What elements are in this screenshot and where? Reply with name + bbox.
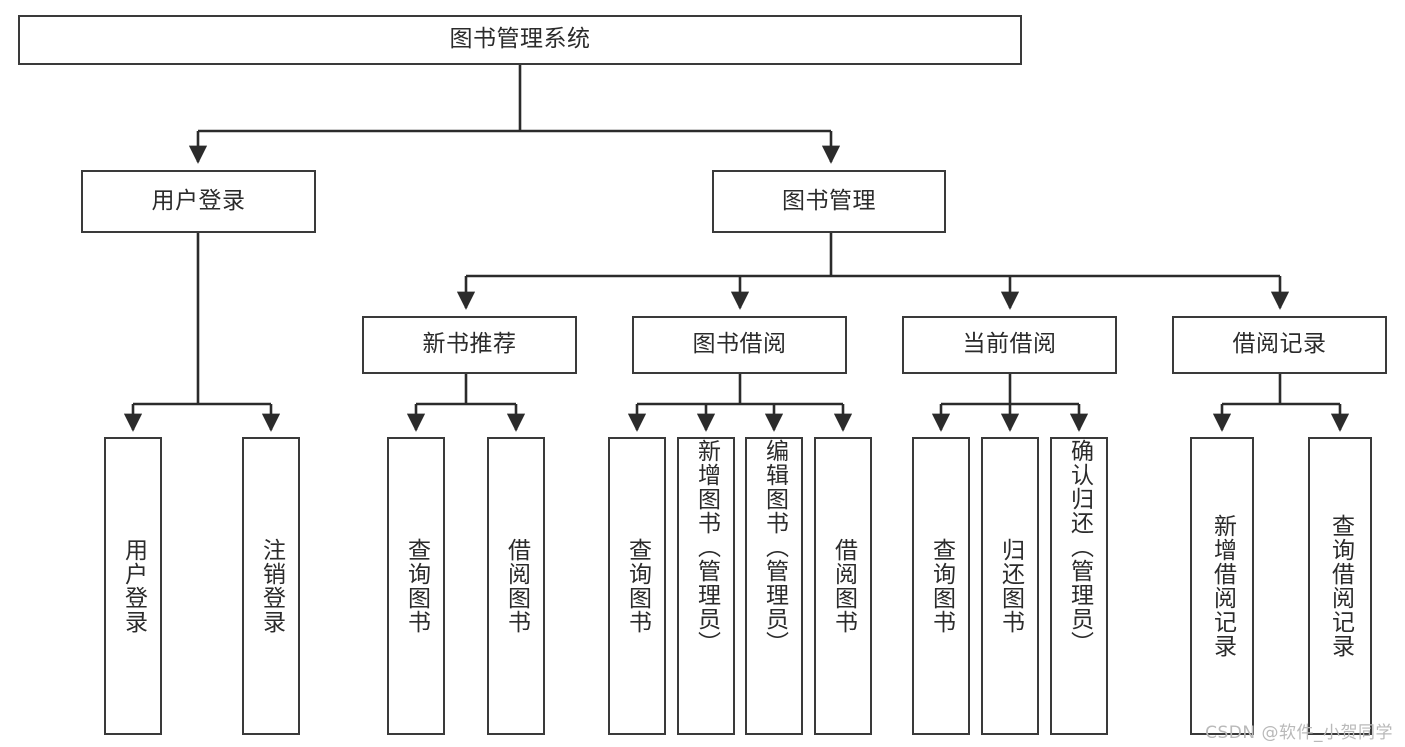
leaf-borrow-borrow-book[interactable]: 借阅图书 bbox=[814, 437, 872, 735]
node-user-login[interactable]: 用户登录 bbox=[81, 170, 316, 233]
leaf-user-login-logout[interactable]: 注销登录 bbox=[242, 437, 300, 735]
leaf-record-add-record[interactable]: 新增借阅记录 bbox=[1190, 437, 1254, 735]
node-label: 当前借阅 bbox=[962, 331, 1057, 358]
node-label: 新增借阅记录 bbox=[1209, 514, 1236, 658]
node-label: 查询图书 bbox=[403, 538, 430, 634]
node-book-management[interactable]: 图书管理 bbox=[712, 170, 946, 233]
node-label: 用户登录 bbox=[151, 187, 246, 214]
node-label: 注销登录 bbox=[258, 538, 285, 634]
leaf-record-query-record[interactable]: 查询借阅记录 bbox=[1308, 437, 1372, 735]
leaf-borrow-query-book[interactable]: 查询图书 bbox=[608, 437, 666, 735]
node-label: 归还图书 bbox=[997, 538, 1024, 634]
leaf-user-login-login[interactable]: 用户登录 bbox=[104, 437, 162, 735]
node-label: 图书管理 bbox=[782, 187, 876, 214]
node-label: 查询借阅记录 bbox=[1327, 514, 1354, 658]
node-label: 图书借阅 bbox=[692, 331, 787, 358]
leaf-borrow-edit-book-admin[interactable]: 编辑图书（管理员） bbox=[745, 437, 803, 735]
node-label: 编辑图书（管理员） bbox=[761, 439, 788, 655]
node-label: 借阅记录 bbox=[1232, 331, 1327, 358]
node-new-book-recommend[interactable]: 新书推荐 bbox=[362, 316, 577, 374]
leaf-borrow-add-book-admin[interactable]: 新增图书（管理员） bbox=[677, 437, 735, 735]
csdn-watermark: CSDN @软件_小贺同学 bbox=[1205, 723, 1393, 743]
leaf-current-confirm-return-admin[interactable]: 确认归还（管理员） bbox=[1050, 437, 1108, 735]
node-label: 查询图书 bbox=[928, 538, 955, 634]
node-label: 借阅图书 bbox=[503, 538, 530, 634]
leaf-recommend-query-book[interactable]: 查询图书 bbox=[387, 437, 445, 735]
leaf-recommend-borrow-book[interactable]: 借阅图书 bbox=[487, 437, 545, 735]
node-label: 新增图书（管理员） bbox=[693, 439, 720, 655]
node-current-borrow[interactable]: 当前借阅 bbox=[902, 316, 1117, 374]
node-label: 借阅图书 bbox=[830, 538, 857, 634]
node-root-book-management-system[interactable]: 图书管理系统 bbox=[18, 15, 1022, 65]
node-label: 确认归还（管理员） bbox=[1066, 439, 1093, 655]
leaf-current-return-book[interactable]: 归还图书 bbox=[981, 437, 1039, 735]
node-label: 用户登录 bbox=[120, 538, 147, 634]
node-borrow-record[interactable]: 借阅记录 bbox=[1172, 316, 1387, 374]
node-label: 图书管理系统 bbox=[449, 26, 591, 53]
node-label: 查询图书 bbox=[624, 538, 651, 634]
node-book-borrow[interactable]: 图书借阅 bbox=[632, 316, 847, 374]
leaf-current-query-book[interactable]: 查询图书 bbox=[912, 437, 970, 735]
node-label: 新书推荐 bbox=[422, 331, 517, 358]
